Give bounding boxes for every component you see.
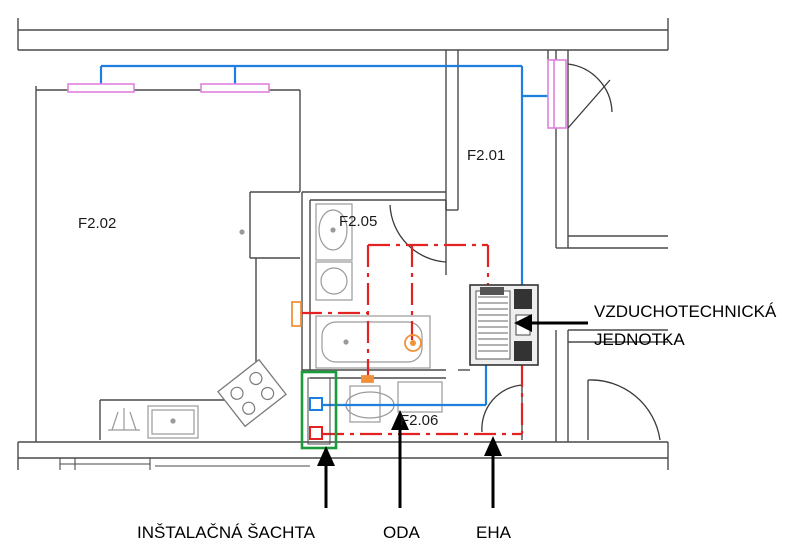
- room-label-f201: F2.01: [467, 147, 505, 164]
- valves: [291, 301, 422, 383]
- walls: [17, 18, 669, 470]
- room-label-f202: F2.02: [78, 215, 116, 232]
- room-label-f206: F2.06: [400, 412, 438, 429]
- supply-duct: [99, 64, 556, 407]
- installation-shaft: [300, 370, 338, 450]
- room-label-f205: F2.05: [339, 213, 377, 230]
- callout-installation-shaft: INŠTALAČNÁ ŠACHTA: [137, 523, 316, 542]
- exhaust-duct: [300, 243, 524, 436]
- doors: [389, 63, 661, 441]
- callout-ventilation-unit-line1: VZDUCHOTECHNICKÁ: [594, 302, 777, 321]
- callout-arrows: [317, 314, 588, 508]
- callout-oda: ODA: [383, 523, 421, 542]
- supply-air-terminals: [67, 59, 567, 129]
- callout-ventilation-unit-line2: JEDNOTKA: [594, 330, 685, 349]
- hob: [217, 358, 287, 428]
- window-sill: [59, 458, 310, 470]
- callout-eha: EHA: [476, 523, 512, 542]
